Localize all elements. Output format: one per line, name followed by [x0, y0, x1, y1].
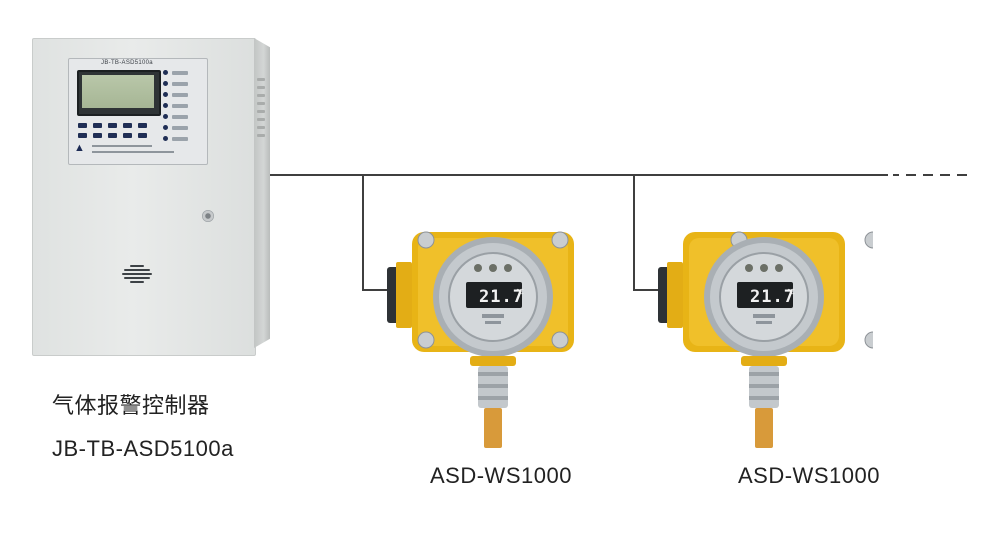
- vent-slot: [257, 126, 265, 129]
- detector-unit: ℃: [516, 289, 524, 296]
- keypad-button[interactable]: [93, 133, 102, 138]
- detector-caption: ASD-WS1000: [738, 463, 880, 488]
- keyhole-icon: [202, 210, 214, 222]
- keypad-button[interactable]: [78, 133, 87, 138]
- keypad-button[interactable]: [108, 123, 117, 128]
- detector-unit: ℃: [787, 289, 795, 296]
- gas-alarm-controller: JB-TB-ASD5100a ▲: [0, 0, 280, 360]
- bus-dash: [906, 174, 916, 176]
- detector-graphic: [387, 231, 574, 448]
- status-indicators: [163, 70, 203, 150]
- vent-slot: [257, 110, 265, 113]
- vent-slot: [257, 118, 265, 121]
- drop-line: [633, 289, 663, 291]
- detector-readout: 21.7: [750, 287, 795, 307]
- keypad-button[interactable]: [123, 123, 132, 128]
- controller-name-caption: 气体报警控制器: [52, 393, 210, 418]
- bus-dash: [940, 174, 950, 176]
- vent-slot: [257, 86, 265, 89]
- lcd-screen: [82, 75, 154, 108]
- bus-dash: [923, 174, 933, 176]
- brand-text-line: [92, 145, 152, 147]
- gas-detector: 21.7 ℃: [653, 222, 882, 452]
- keypad-button[interactable]: [78, 123, 87, 128]
- keypad-button[interactable]: [138, 123, 147, 128]
- bus-dash: [893, 174, 899, 176]
- drop-line: [633, 174, 635, 291]
- brand-logo-icon: ▲: [74, 142, 85, 154]
- gas-detector: 21.7 ℃: [382, 222, 602, 452]
- keypad-button[interactable]: [108, 133, 117, 138]
- controller-model-caption: JB-TB-ASD5100a: [52, 436, 234, 461]
- detector-graphic: [658, 231, 882, 448]
- vent-slot: [257, 102, 265, 105]
- detector-readout: 21.7: [479, 287, 524, 307]
- keypad-button[interactable]: [93, 123, 102, 128]
- brand-text-line: [92, 151, 174, 153]
- detector-caption: ASD-WS1000: [430, 463, 572, 488]
- keypad-button[interactable]: [123, 133, 132, 138]
- bus-dash: [957, 174, 967, 176]
- cabinet-side: [254, 38, 270, 348]
- vent-slot: [257, 134, 265, 137]
- panel-model-label: JB-TB-ASD5100a: [101, 60, 153, 66]
- vent-slot: [257, 78, 265, 81]
- drop-line: [362, 174, 364, 291]
- drop-line: [362, 289, 392, 291]
- vent-slot: [257, 94, 265, 97]
- bus-line: [270, 174, 888, 176]
- buzzer-grille-icon: [120, 263, 154, 283]
- keypad-button[interactable]: [138, 133, 147, 138]
